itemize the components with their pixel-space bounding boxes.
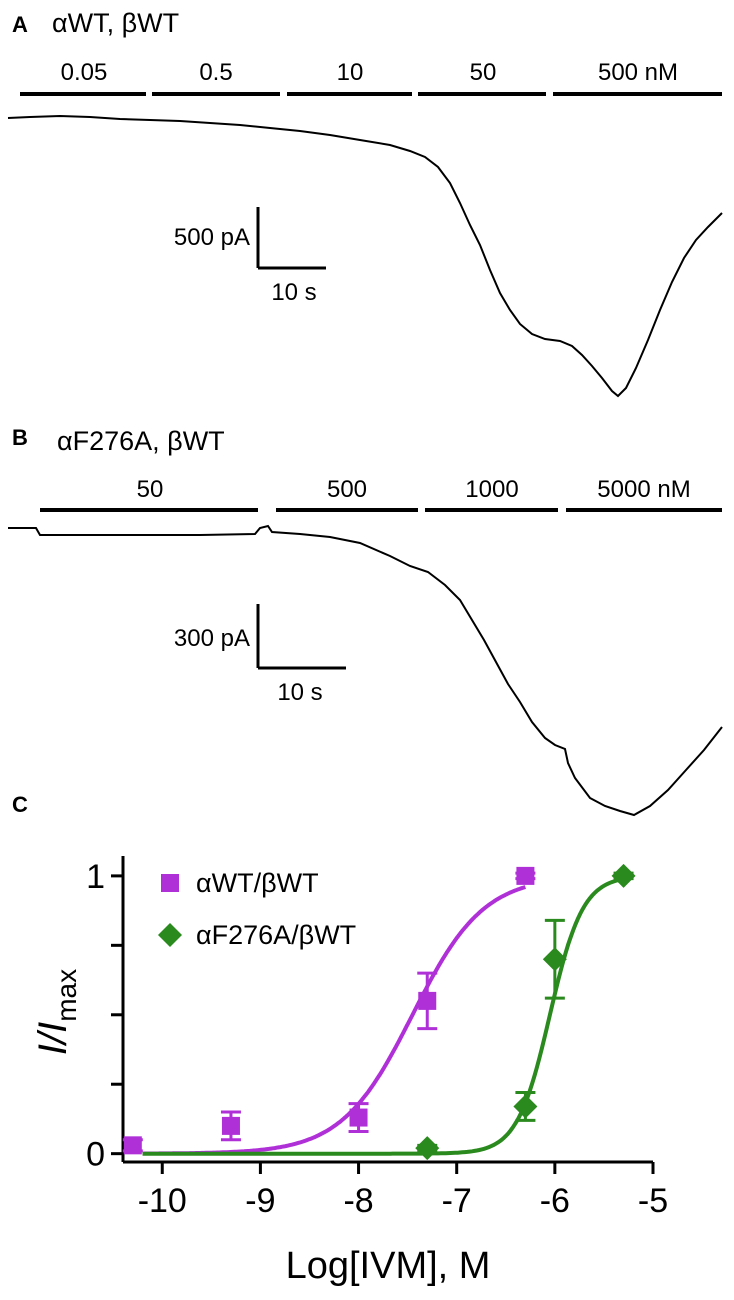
- data-point: [611, 863, 636, 888]
- panel-b-conc-label: 5000 nM: [597, 476, 690, 503]
- panel-b-current-trace: [8, 524, 723, 817]
- series-2: [142, 871, 634, 1156]
- legend-label: αF276A/βWT: [196, 920, 356, 950]
- data-point: [516, 866, 535, 885]
- panel-b-scale-time-label: 10 s: [277, 679, 322, 706]
- data-point: [221, 1116, 240, 1135]
- data-point: [513, 1094, 538, 1119]
- panel-b-conc-label: 50: [137, 476, 164, 503]
- panel-a-conc-label: 0.5: [199, 59, 232, 86]
- panel-a-letter: A: [12, 12, 28, 37]
- panel-b-conc-label: 1000: [465, 476, 518, 503]
- panel-a-title: αWT, βWT: [52, 8, 179, 38]
- legend: αWT/βWT αF276A/βWT: [158, 868, 356, 950]
- panel-a-conc-labels: 0.05 0.5 10 50 500 nM: [61, 59, 678, 86]
- panel-a-conc-label: 0.05: [61, 59, 108, 86]
- panel-a: A αWT, βWT 0.05 0.5 10 50 500 nM 500 pA …: [7, 8, 723, 398]
- x-axis-label: Log[IVM], M: [286, 1245, 491, 1287]
- x-tick-label: -6: [540, 1182, 570, 1220]
- legend-marker: [158, 923, 182, 947]
- y-tick-label: 0: [86, 1136, 105, 1174]
- panel-a-scale-time-label: 10 s: [271, 279, 316, 306]
- panel-a-conc-label: 10: [337, 59, 364, 86]
- panel-b-letter: B: [12, 425, 28, 450]
- legend-marker: [161, 874, 179, 892]
- panel-a-scale-amp-label: 500 pA: [174, 224, 250, 251]
- panel-a-conc-label: 500 nM: [598, 59, 678, 86]
- y-tick-label: 1: [86, 858, 105, 896]
- panel-b-scale-bar: 300 pA 10 s: [174, 604, 346, 706]
- panel-b-title: αF276A, βWT: [57, 426, 225, 456]
- panel-a-conc-label: 50: [470, 59, 497, 86]
- x-tick-label: -8: [343, 1182, 373, 1220]
- legend-label: αWT/βWT: [196, 868, 319, 898]
- panel-c-letter: C: [12, 792, 28, 817]
- panel-b-scale-amp-label: 300 pA: [174, 625, 250, 652]
- panel-a-scale-bar: 500 pA 10 s: [174, 207, 326, 306]
- x-tick-label: -10: [138, 1182, 187, 1220]
- panel-b: B αF276A, βWT 50 500 1000 5000 nM 300 pA…: [8, 425, 723, 817]
- data-point: [123, 1136, 142, 1155]
- x-tick-label: -9: [245, 1182, 275, 1220]
- panel-b-conc-labels: 50 500 1000 5000 nM: [137, 476, 691, 503]
- panel-b-conc-label: 500: [327, 476, 367, 503]
- data-point: [415, 1136, 440, 1161]
- fit-curve: [142, 877, 625, 1156]
- data-point: [349, 1108, 368, 1127]
- series-1: [122, 871, 536, 1156]
- panel-a-current-trace: [7, 114, 723, 398]
- x-tick-label: -5: [638, 1182, 668, 1220]
- y-axis-label-main: I/I: [31, 1022, 75, 1055]
- x-tick-label: -7: [442, 1182, 472, 1220]
- data-point: [542, 947, 567, 972]
- data-point: [418, 991, 437, 1010]
- y-axis-label-sub: max: [51, 969, 82, 1022]
- y-axis-label: I/Imax: [31, 969, 82, 1055]
